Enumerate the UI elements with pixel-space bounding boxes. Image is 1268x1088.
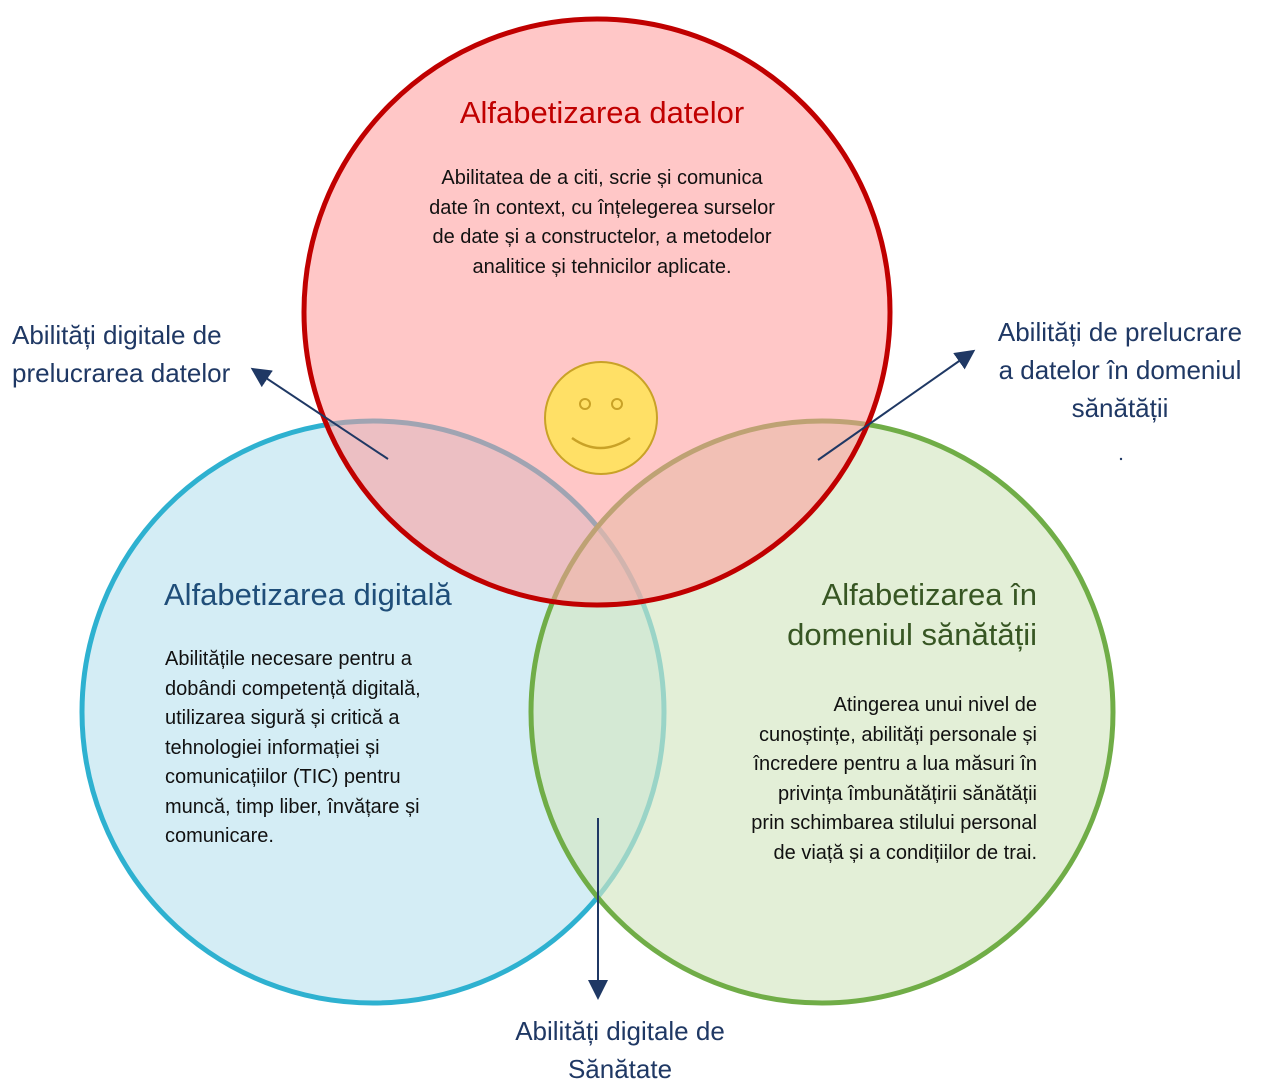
description-line: utilizarea sigură și critică a	[165, 707, 400, 729]
health-literacy-description: Atingerea unui nivel de cunoștințe, abil…	[637, 691, 1037, 868]
label-digital-health: Abilități digitale de Sănătate	[448, 1012, 792, 1088]
description-line: analitice și tehnicilor aplicate.	[472, 255, 732, 278]
title-line: domeniul sănătății	[787, 617, 1037, 652]
description-line: dobândi competență digitală,	[165, 677, 421, 700]
label-line: a datelor în domeniul	[998, 355, 1242, 385]
description-line: prin schimbarea stilului personal	[751, 812, 1037, 834]
label-line: Abilități de prelucrare	[997, 317, 1243, 347]
health-literacy-title: Alfabetizarea în domeniul sănătății	[640, 575, 1037, 655]
smiley-face-icon	[544, 361, 658, 475]
description-line: tehnologiei informației și	[165, 736, 380, 759]
label-line: sănătății	[1071, 393, 1169, 423]
description-line: comunicare.	[165, 825, 274, 847]
description-line: cunoștințe, abilități personale și	[759, 723, 1037, 746]
description-line: Abilitatea de a citi, scrie și comunica	[441, 167, 763, 189]
arrow-data-health	[817, 349, 976, 461]
arrow-data-digital	[250, 367, 389, 460]
digital-literacy-title: Alfabetizarea digitală	[164, 577, 452, 612]
description-line: de viață și a condițiilor de trai.	[773, 841, 1037, 864]
digital-literacy-description: Abilitățile necesare pentru a dobândi co…	[165, 645, 525, 852]
label-line: Sănătate	[567, 1054, 673, 1084]
description-line: încredere pentru a lua măsuri în	[753, 753, 1038, 775]
label-line: Abilități digitale de	[515, 1016, 725, 1046]
title-line: Alfabetizarea în	[821, 577, 1037, 612]
label-line: Abilități digitale de	[12, 320, 222, 350]
data-literacy-description: Abilitatea de a citi, scrie și comunica …	[352, 164, 852, 282]
label-data-health: Abilități de prelucrare a datelor în dom…	[972, 313, 1268, 427]
data-literacy-circle	[301, 16, 893, 608]
description-line: date în context, cu înțelegerea surselor	[429, 196, 775, 219]
data-literacy-title: Alfabetizarea datelor	[459, 95, 745, 130]
description-line: Atingerea unui nivel de	[833, 694, 1037, 716]
description-line: privința îmbunătățirii sănătății	[777, 782, 1037, 805]
label-line: prelucrarea datelor	[12, 358, 231, 388]
description-line: muncă, timp liber, învățare și	[165, 795, 420, 818]
description-line: comunicațiilor (TIC) pentru	[165, 766, 401, 788]
small-dot	[1119, 457, 1123, 461]
description-line: Abilitățile necesare pentru a	[165, 648, 412, 670]
label-data-digital: Abilități digitale de prelucrarea datelo…	[12, 316, 292, 392]
description-line: de date și a constructelor, a metodelor	[432, 226, 772, 248]
